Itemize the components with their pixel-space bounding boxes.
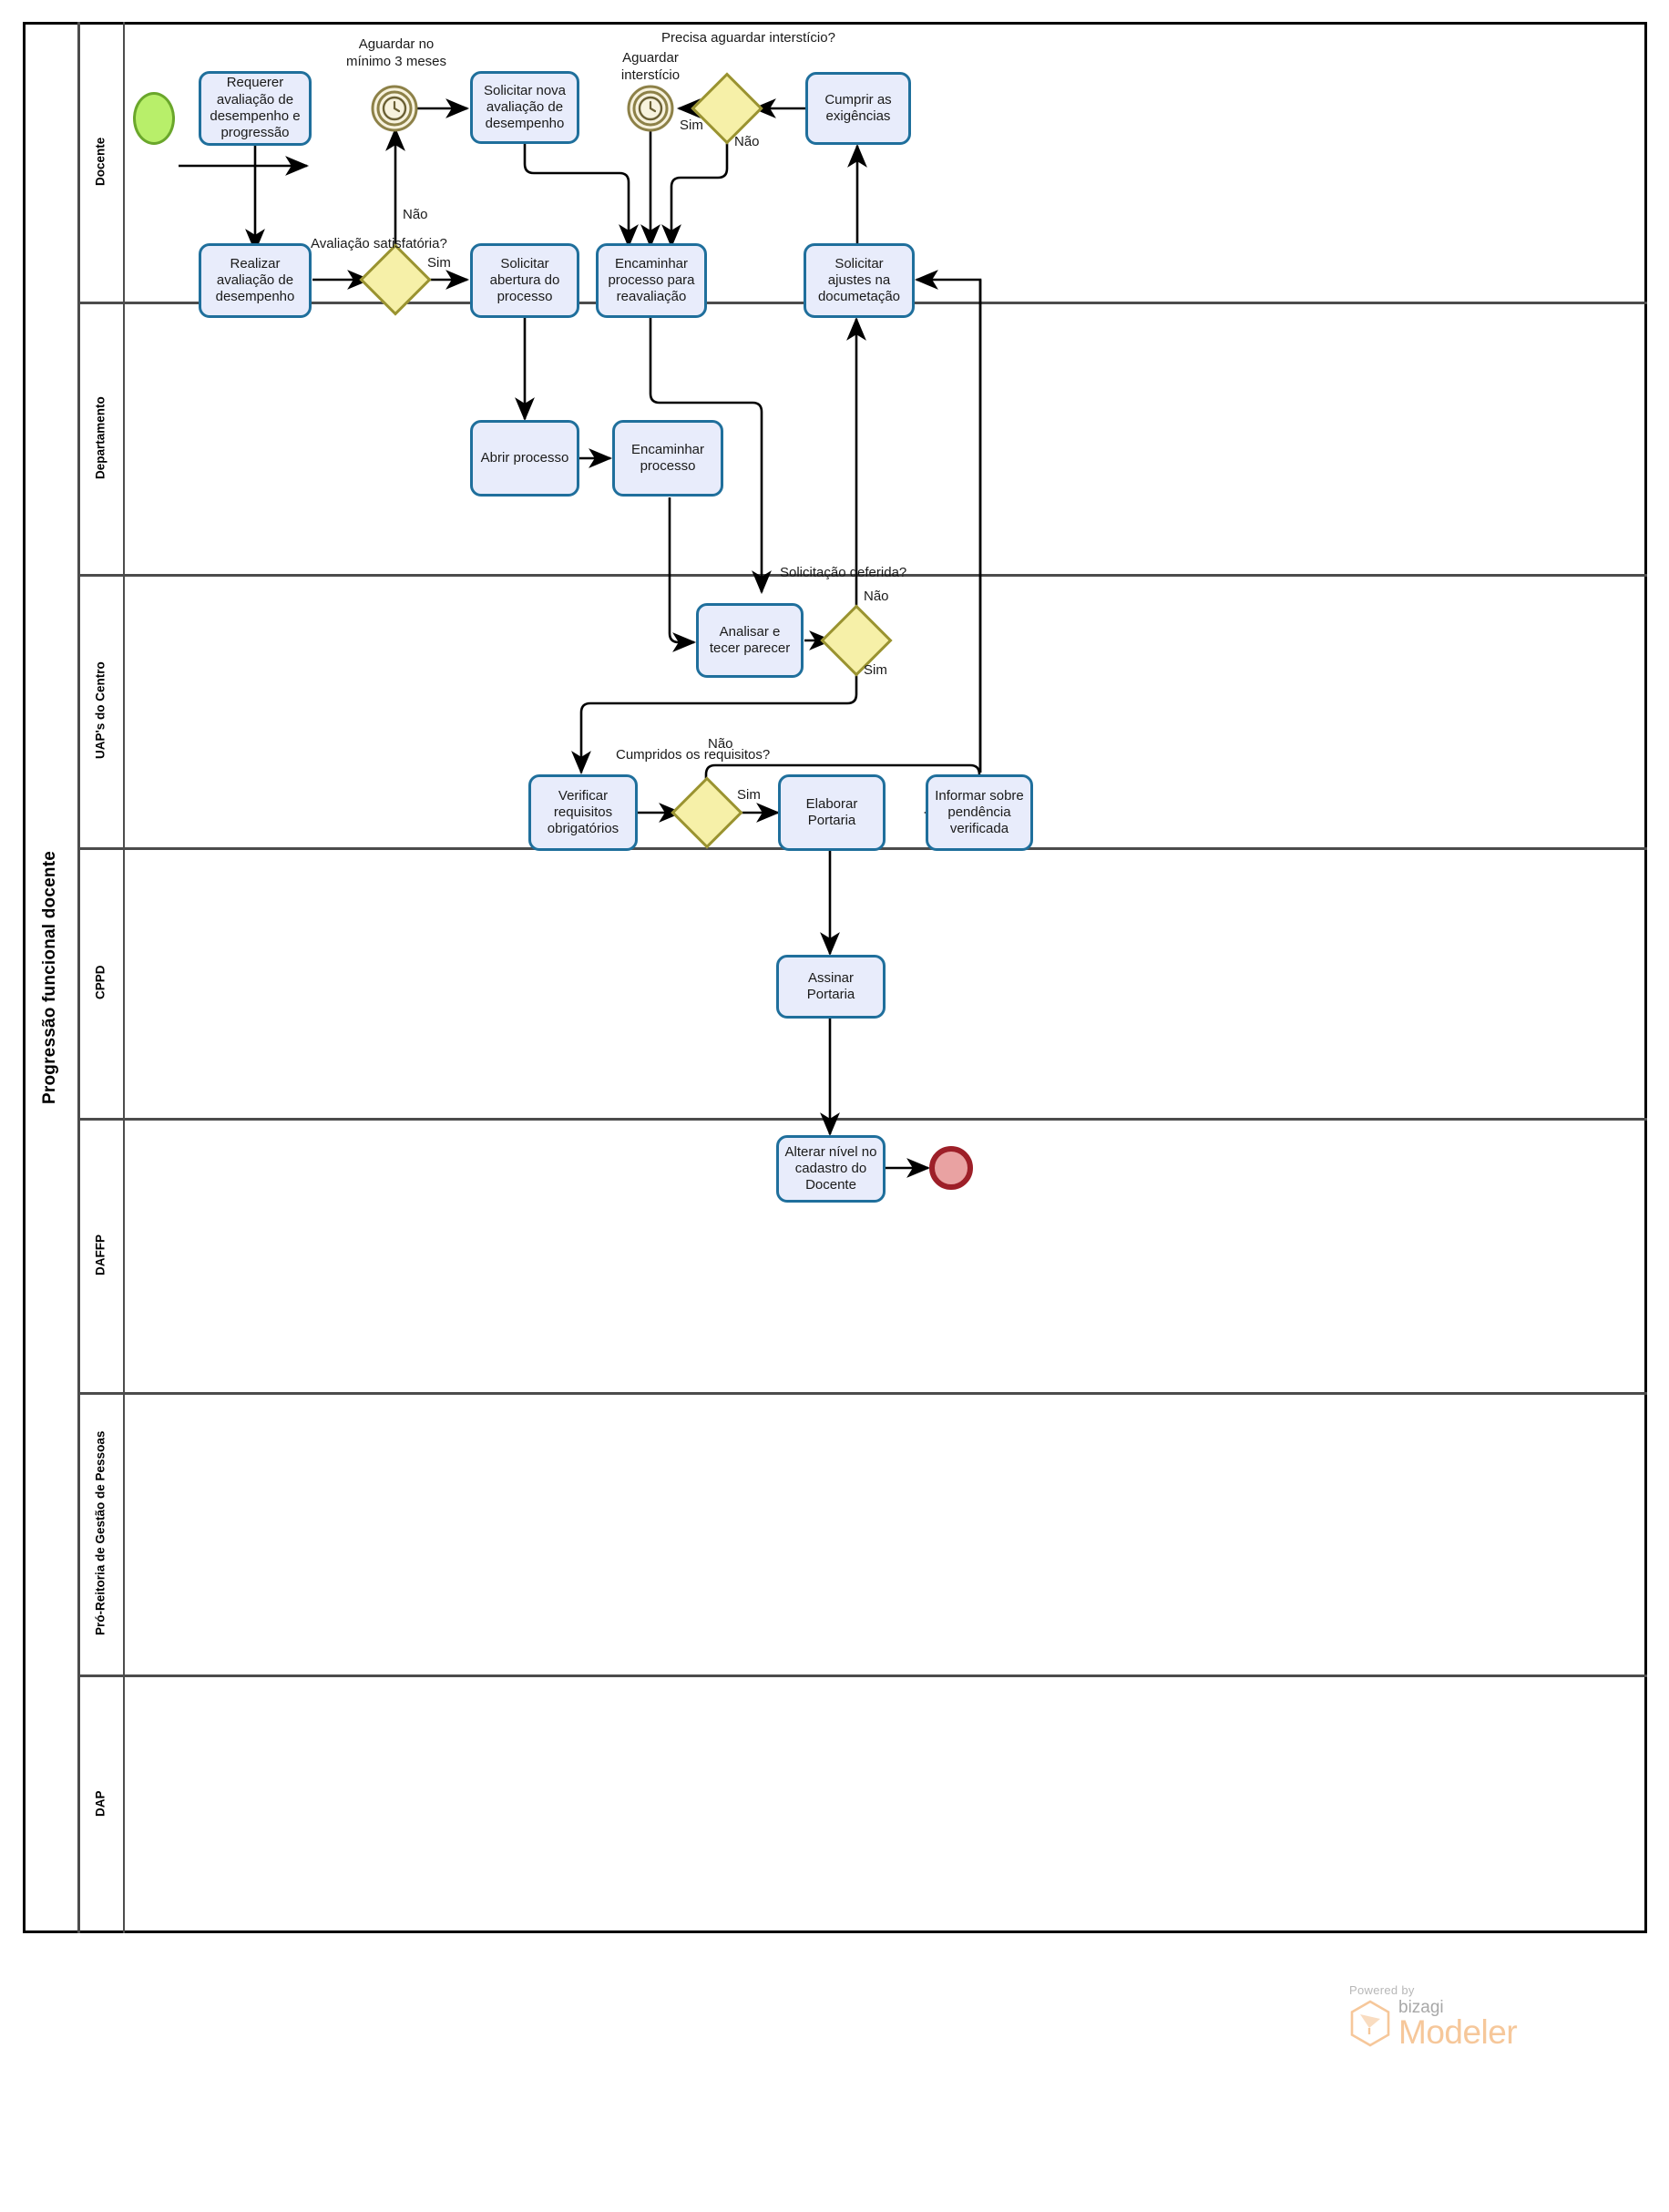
flow-label-avaliacao-sim: Sim	[427, 255, 451, 271]
task-assinar-portaria[interactable]: Assinar Portaria	[776, 955, 886, 1019]
task-informar-sobre-pendencia-verificada[interactable]: Informar sobre pendência verificada	[926, 774, 1033, 851]
timer-aguardar-intersticio-icon[interactable]	[627, 85, 674, 132]
watermark-bizagi-label: bizagi	[1398, 1998, 1444, 2017]
gateway-avaliacao-satisfatoria-label: Avaliação satisfatória?	[311, 236, 447, 251]
flow-label-intersticio-nao: Não	[734, 134, 760, 149]
lane-label-docente: Docente	[93, 137, 108, 187]
lane-separator-5	[77, 1392, 1647, 1395]
task-solicitar-nova-avaliacao-desempenho[interactable]: Solicitar nova avaliação de desempenho	[470, 71, 579, 144]
pool-title: Progressão funcional docente	[40, 851, 59, 1104]
lane-label-cppd: CPPD	[93, 965, 108, 1000]
task-elaborar-portaria[interactable]: Elaborar Portaria	[778, 774, 886, 851]
task-cumprir-as-exigencias[interactable]: Cumprir as exigências	[805, 72, 911, 145]
gateway-precisa-aguardar-intersticio-label: Precisa aguardar interstício?	[661, 30, 835, 46]
task-solicitar-ajustes-documetacao[interactable]: Solicitar ajustes na documetação	[804, 243, 915, 318]
flow-label-requisitos-nao: Não	[708, 736, 733, 752]
timer-aguardar-intersticio-label: Aguardar interstício	[620, 50, 681, 83]
gateway-solicitacao-deferida[interactable]	[820, 604, 893, 677]
gateway-cumpridos-requisitos[interactable]	[671, 776, 743, 849]
flow-label-intersticio-sim: Sim	[680, 118, 703, 133]
flow-label-deferida-sim: Sim	[864, 662, 887, 678]
gateway-cumpridos-requisitos-label: Cumpridos os requisitos?	[616, 747, 771, 763]
lane-separator-4	[77, 1118, 1647, 1121]
task-alterar-nivel-cadastro-docente[interactable]: Alterar nível no cadastro do Docente	[776, 1135, 886, 1203]
timer-aguardar-3-meses-label: Aguardar no mínimo 3 meses	[345, 36, 447, 69]
gateway-solicitacao-deferida-label: Solicitação deferida?	[780, 565, 907, 580]
flow-label-deferida-nao: Não	[864, 589, 889, 604]
bizagi-modeler-watermark: Powered by bizagi Modeler	[1349, 1983, 1623, 2051]
lane-separator-6	[77, 1674, 1647, 1677]
lane-label-uaps-do-centro: UAP's do Centro	[93, 661, 108, 760]
timer-aguardar-3-meses-icon[interactable]	[371, 85, 418, 132]
pool-title-divider	[77, 22, 80, 1933]
task-realizar-avaliacao-desempenho[interactable]: Realizar avaliação de desempenho	[199, 243, 312, 318]
task-verificar-requisitos-obrigatorios[interactable]: Verificar requisitos obrigatórios	[528, 774, 638, 851]
end-event[interactable]	[929, 1146, 973, 1190]
lane-label-departamento: Departamento	[93, 396, 108, 479]
flow-label-requisitos-sim: Sim	[737, 787, 761, 803]
task-requerer-avaliacao-desempenho-progressao[interactable]: Requerer avaliação de desempenho e progr…	[199, 71, 312, 146]
watermark-powered-by-label: Powered by	[1349, 1983, 1415, 1997]
start-event[interactable]	[133, 92, 175, 145]
lane-separator-2	[77, 574, 1647, 577]
task-encaminhar-processo-reavaliacao[interactable]: Encaminhar processo para reavaliação	[596, 243, 707, 318]
bizagi-hexagon-icon	[1350, 2000, 1390, 2047]
task-analisar-tecer-parecer[interactable]: Analisar e tecer parecer	[696, 603, 804, 678]
task-abrir-processo[interactable]: Abrir processo	[470, 420, 579, 497]
task-solicitar-abertura-processo[interactable]: Solicitar abertura do processo	[470, 243, 579, 318]
lane-label-daffp: DAFFP	[93, 1234, 108, 1275]
gateway-avaliacao-satisfatoria[interactable]	[359, 243, 432, 316]
lane-label-dap: DAP	[93, 1790, 108, 1818]
lane-label-divider	[123, 22, 125, 1933]
gateway-precisa-aguardar-intersticio[interactable]	[691, 72, 763, 145]
flow-label-avaliacao-nao: Não	[403, 207, 428, 222]
task-encaminhar-processo[interactable]: Encaminhar processo	[612, 420, 723, 497]
lane-label-pro-reitoria-gestao-pessoas: Pró-Reitoria de Gestão de Pessoas	[93, 1430, 108, 1636]
watermark-modeler-label: Modeler	[1398, 2013, 1518, 2051]
